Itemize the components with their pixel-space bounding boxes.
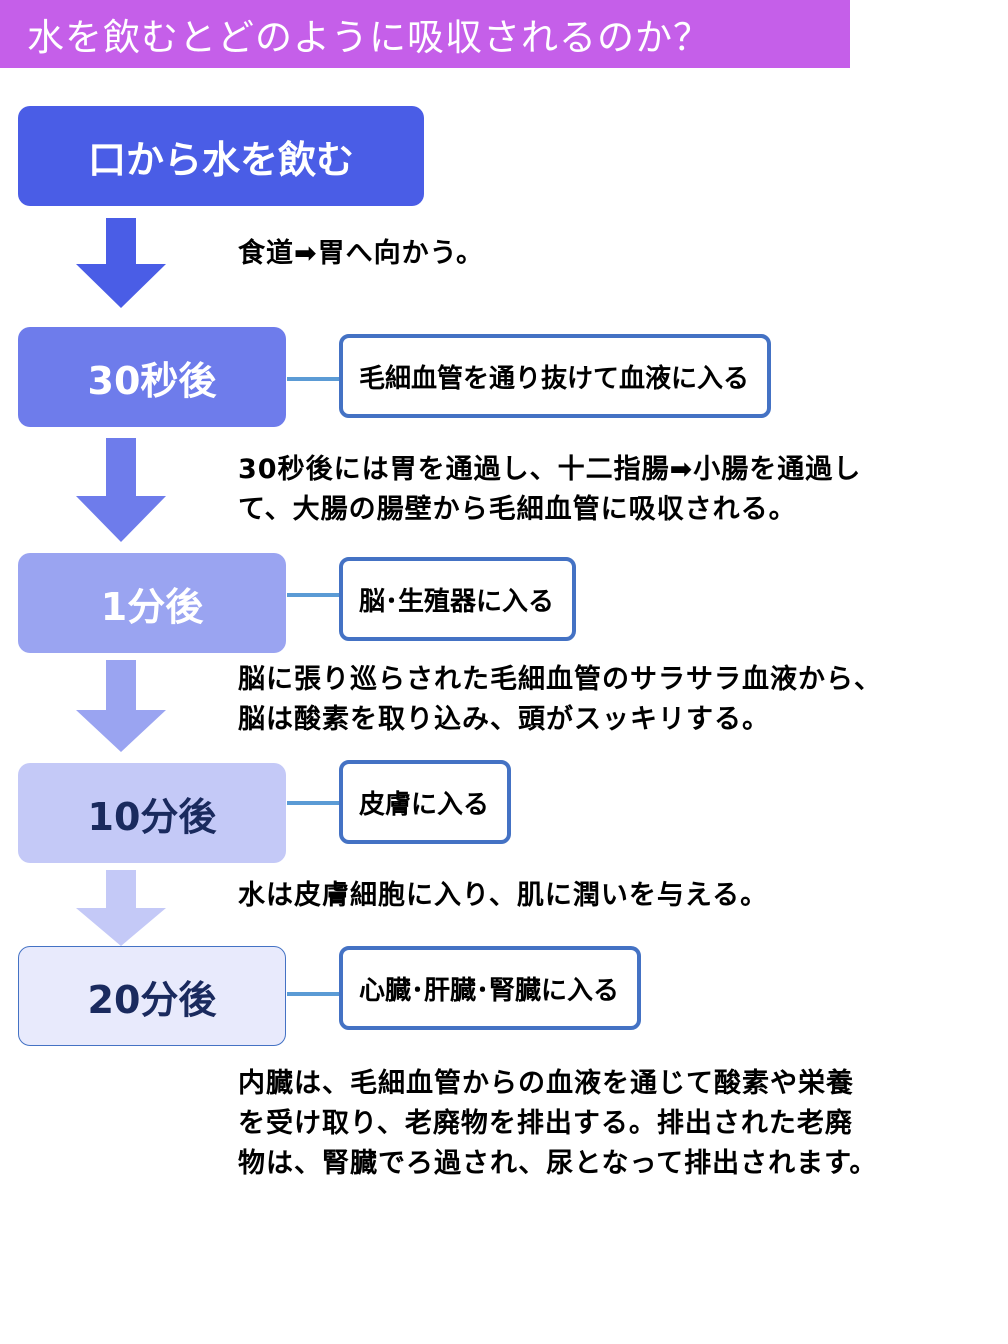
step-box-30-seconds: 30秒後 bbox=[18, 327, 286, 427]
step-description: 食道➡胃へ向かう。 bbox=[238, 234, 978, 274]
description-line: を受け取り、老廃物を排出する。排出された老廃 bbox=[238, 1108, 853, 1139]
step-box-1-minute: 1分後 bbox=[18, 553, 286, 653]
down-arrow-icon bbox=[76, 218, 166, 308]
step-label: 20分後 bbox=[87, 977, 217, 1022]
callout-box: 毛細血管を通り抜けて血液に入る bbox=[339, 334, 772, 418]
down-arrow-icon bbox=[76, 438, 166, 542]
description-line: 脳は酸素を取り込み、頭がスッキリする。 bbox=[238, 704, 770, 735]
connector-line bbox=[287, 593, 339, 597]
description-line: 内臓は、毛細血管からの血液を通じて酸素や栄養 bbox=[238, 1068, 854, 1099]
callout-box: 脳･生殖器に入る bbox=[339, 557, 577, 641]
description-line: て、大腸の腸壁から毛細血管に吸収される。 bbox=[238, 494, 797, 525]
down-arrow-icon bbox=[76, 870, 166, 946]
description-line: 物は、腎臓でろ過され、尿となって排出されます。 bbox=[238, 1148, 878, 1179]
callout-text: 脳･生殖器に入る bbox=[359, 586, 555, 617]
step-label: 30秒後 bbox=[87, 358, 217, 403]
callout-text: 皮膚に入る bbox=[359, 789, 490, 820]
description-line: 30秒後には胃を通過し、十二指腸➡小腸を通過し bbox=[238, 454, 862, 485]
step-description: 内臓は、毛細血管からの血液を通じて酸素や栄養 を受け取り、老廃物を排出する。排出… bbox=[238, 1064, 978, 1184]
step-description: 30秒後には胃を通過し、十二指腸➡小腸を通過し て、大腸の腸壁から毛細血管に吸収… bbox=[238, 450, 978, 530]
connector-line bbox=[287, 801, 339, 805]
page-title: 水を飲むとどのように吸収されるのか？ bbox=[27, 16, 711, 59]
step-box-20-minutes: 20分後 bbox=[18, 946, 286, 1046]
connector-line bbox=[287, 377, 339, 381]
step-box-drink-water: 口から水を飲む bbox=[18, 106, 424, 206]
callout-box: 心臓･肝臓･腎臓に入る bbox=[339, 946, 642, 1030]
callout-text: 心臓･肝臓･腎臓に入る bbox=[359, 975, 620, 1006]
step-description: 水は皮膚細胞に入り、肌に潤いを与える。 bbox=[238, 876, 978, 916]
description-line: 食道➡胃へ向かう。 bbox=[238, 238, 485, 269]
step-label: 1分後 bbox=[100, 584, 204, 629]
title-bar: 水を飲むとどのように吸収されるのか？ bbox=[0, 0, 850, 68]
down-arrow-icon bbox=[76, 660, 166, 752]
description-line: 水は皮膚細胞に入り、肌に潤いを与える。 bbox=[238, 880, 769, 911]
step-label: 10分後 bbox=[87, 794, 217, 839]
step-description: 脳に張り巡らされた毛細血管のサラサラ血液から、 脳は酸素を取り込み、頭がスッキリ… bbox=[238, 660, 978, 740]
connector-line bbox=[287, 992, 339, 996]
step-box-10-minutes: 10分後 bbox=[18, 763, 286, 863]
callout-box: 皮膚に入る bbox=[339, 760, 512, 844]
description-line: 脳に張り巡らされた毛細血管のサラサラ血液から、 bbox=[238, 664, 882, 695]
callout-text: 毛細血管を通り抜けて血液に入る bbox=[359, 363, 750, 394]
step-label: 口から水を飲む bbox=[87, 137, 354, 182]
